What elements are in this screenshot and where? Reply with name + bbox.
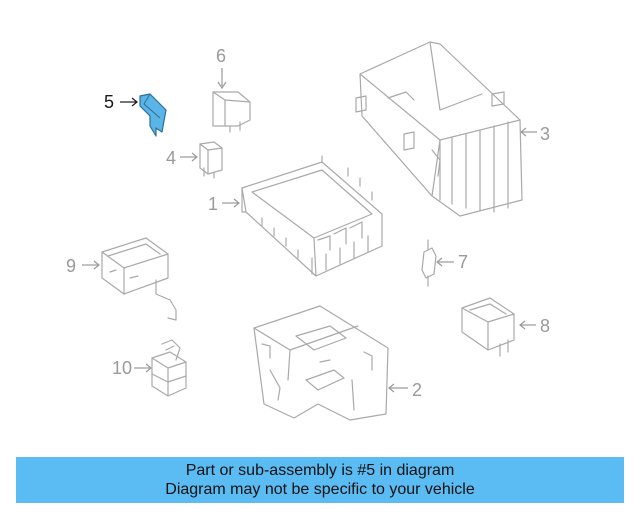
- arrowhead-7: [436, 257, 443, 267]
- callout-8: 8: [540, 316, 550, 336]
- callout-10: 10: [112, 358, 132, 378]
- callout-9: 9: [66, 256, 76, 276]
- part-4-small-relay: [199, 141, 223, 179]
- callout-5: 5: [104, 92, 114, 112]
- callout-4: 4: [166, 148, 176, 168]
- part-1-fuse-box-frame: [241, 155, 383, 277]
- arrowhead-9: [93, 260, 100, 270]
- arrowhead-5: [131, 97, 138, 107]
- part-7-clip: [421, 239, 437, 287]
- callout-3: 3: [540, 124, 550, 144]
- arrowhead-3: [520, 127, 527, 137]
- part-6-relay: [212, 91, 251, 133]
- arrowhead-8: [519, 320, 526, 330]
- callout-1: 1: [208, 194, 218, 214]
- banner-line-disclaimer: Diagram may not be specific to your vehi…: [165, 481, 475, 498]
- arrowhead-1: [233, 198, 240, 208]
- arrowhead-2: [388, 383, 395, 393]
- callout-2: 2: [412, 380, 422, 400]
- part-8-relay: [461, 297, 515, 357]
- callout-7: 7: [458, 252, 468, 272]
- callout-6: 6: [216, 46, 226, 66]
- part-9-relay-block: [101, 237, 177, 321]
- arrowhead-10: [145, 363, 152, 373]
- arrowhead-6: [217, 81, 227, 90]
- part-3-cover: [355, 41, 523, 217]
- part-2-lower-bracket: [253, 305, 389, 421]
- info-banner: Part or sub-assembly is #5 in diagram Di…: [16, 457, 624, 503]
- part-10-connector: [151, 339, 187, 397]
- part-5-fuse-highlighted: [139, 93, 167, 137]
- banner-line-part: Part or sub-assembly is #5 in diagram: [185, 462, 455, 479]
- arrowhead-4: [191, 152, 198, 162]
